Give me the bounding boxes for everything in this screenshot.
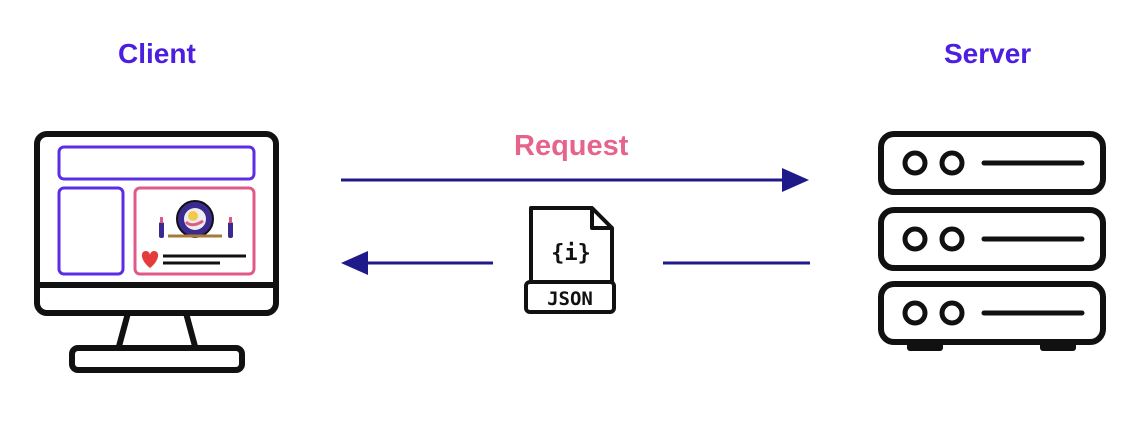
json-file-label: JSON xyxy=(547,288,593,310)
monitor-frame xyxy=(34,131,279,316)
server-light-icon xyxy=(902,226,928,252)
screen-sidebar-panel xyxy=(57,186,125,276)
server-foot xyxy=(1040,342,1076,351)
server-rack-icon xyxy=(878,131,1106,351)
server-light-icon xyxy=(902,300,928,326)
monitor-base xyxy=(69,345,245,373)
client-heading: Client xyxy=(118,38,196,69)
json-file-icon xyxy=(524,206,616,314)
heart-icon xyxy=(141,251,159,268)
server-light-icon xyxy=(939,300,965,326)
json-file-glyph: {i} xyxy=(551,241,591,266)
server-heading: Server xyxy=(944,38,1032,69)
computer-monitor-icon xyxy=(34,131,279,373)
json-file-label-box xyxy=(524,280,616,314)
server-unit xyxy=(878,281,1106,345)
server-unit xyxy=(878,131,1106,195)
server-light-icon xyxy=(939,226,965,252)
server-foot xyxy=(907,342,943,351)
screen-header-bar xyxy=(57,145,256,181)
server-unit xyxy=(878,207,1106,271)
server-light-icon xyxy=(902,150,928,176)
screen-content-card xyxy=(133,186,256,276)
server-light-icon xyxy=(939,150,965,176)
request-label: Request xyxy=(514,130,629,162)
food-image-icon xyxy=(159,200,233,238)
monitor-neck xyxy=(115,312,199,351)
